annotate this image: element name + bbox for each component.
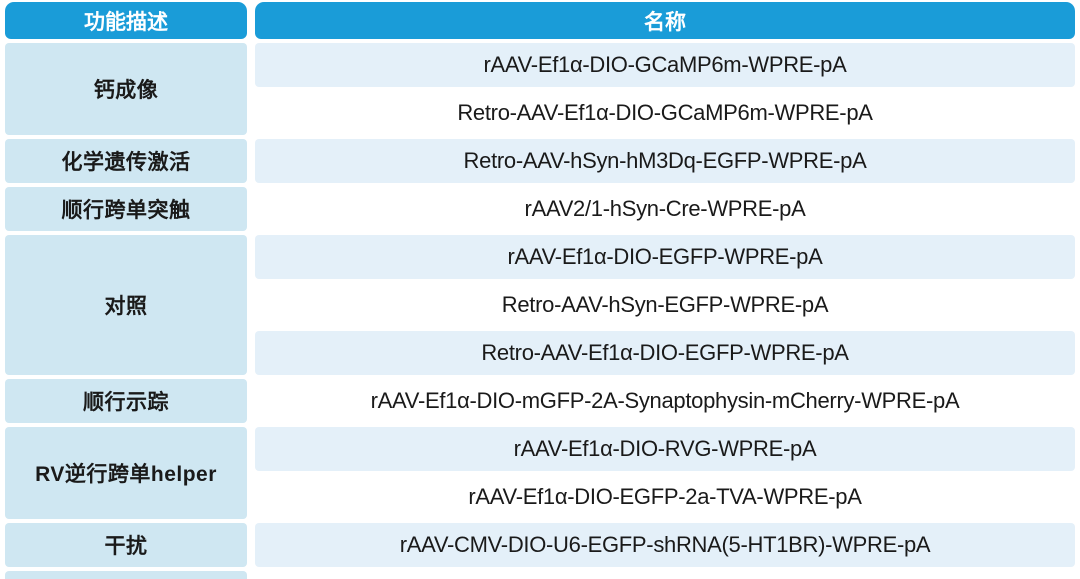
function-cell: 顺行示踪 [5, 379, 247, 423]
vector-name-cell: rAAV-CMV-DIO-U6-EGFP-shRNA(5-HT1BR)-WPRE… [255, 523, 1075, 567]
function-cell [5, 571, 247, 579]
vector-name-cell: Retro-AAV-Ef1α-DIO-GCaMP6m-WPRE-pA [255, 91, 1075, 135]
vector-name-cell: rAAV-Ef1α-DIO-EGFP-2a-TVA-WPRE-pA [255, 475, 1075, 519]
vector-name-cell: rAAV-Ef1α-DIO-GCaMP6m-WPRE-pA [255, 43, 1075, 87]
vector-name-cell: Retro-AAV-hSyn-hM3Dq-EGFP-WPRE-pA [255, 139, 1075, 183]
vector-name-cell: rAAV-Ef1α-DIO-mGFP-2A-Synaptophysin-mChe… [255, 379, 1075, 423]
vector-name-cell: rAAV-Ef1α-DIO-RVG-WPRE-pA [255, 427, 1075, 471]
table-row: Retro-AAV-Ef1α-DIO-GCaMP6m-WPRE-pA [5, 91, 1075, 135]
vector-name-cell: Retro-AAV-hSyn-EGFP-WPRE-pA [255, 283, 1075, 327]
column-header-function: 功能描述 [5, 2, 247, 39]
table-row: rAAV-Ef1α-DIO-EGFP-2a-TVA-WPRE-pA [5, 475, 1075, 519]
table-row: Retro-AAV-hSyn-EGFP-WPRE-pA [5, 283, 1075, 327]
function-cell: 化学遗传激活 [5, 139, 247, 183]
function-cell: 顺行跨单突触 [5, 187, 247, 231]
partial-next-row [5, 571, 1075, 579]
function-cell: 干扰 [5, 523, 247, 567]
vector-name-cell [255, 571, 1075, 579]
vector-name-cell: Retro-AAV-Ef1α-DIO-EGFP-WPRE-pA [255, 331, 1075, 375]
table-row: Retro-AAV-Ef1α-DIO-EGFP-WPRE-pA [5, 331, 1075, 375]
vector-name-cell: rAAV2/1-hSyn-Cre-WPRE-pA [255, 187, 1075, 231]
header-row: 功能描述 名称 [5, 2, 1075, 39]
column-header-name: 名称 [255, 2, 1075, 39]
function-cell: RV逆行跨单helper [5, 427, 247, 519]
function-cell: 钙成像 [5, 43, 247, 135]
function-cell: 对照 [5, 235, 247, 375]
vector-name-cell: rAAV-Ef1α-DIO-EGFP-WPRE-pA [255, 235, 1075, 279]
